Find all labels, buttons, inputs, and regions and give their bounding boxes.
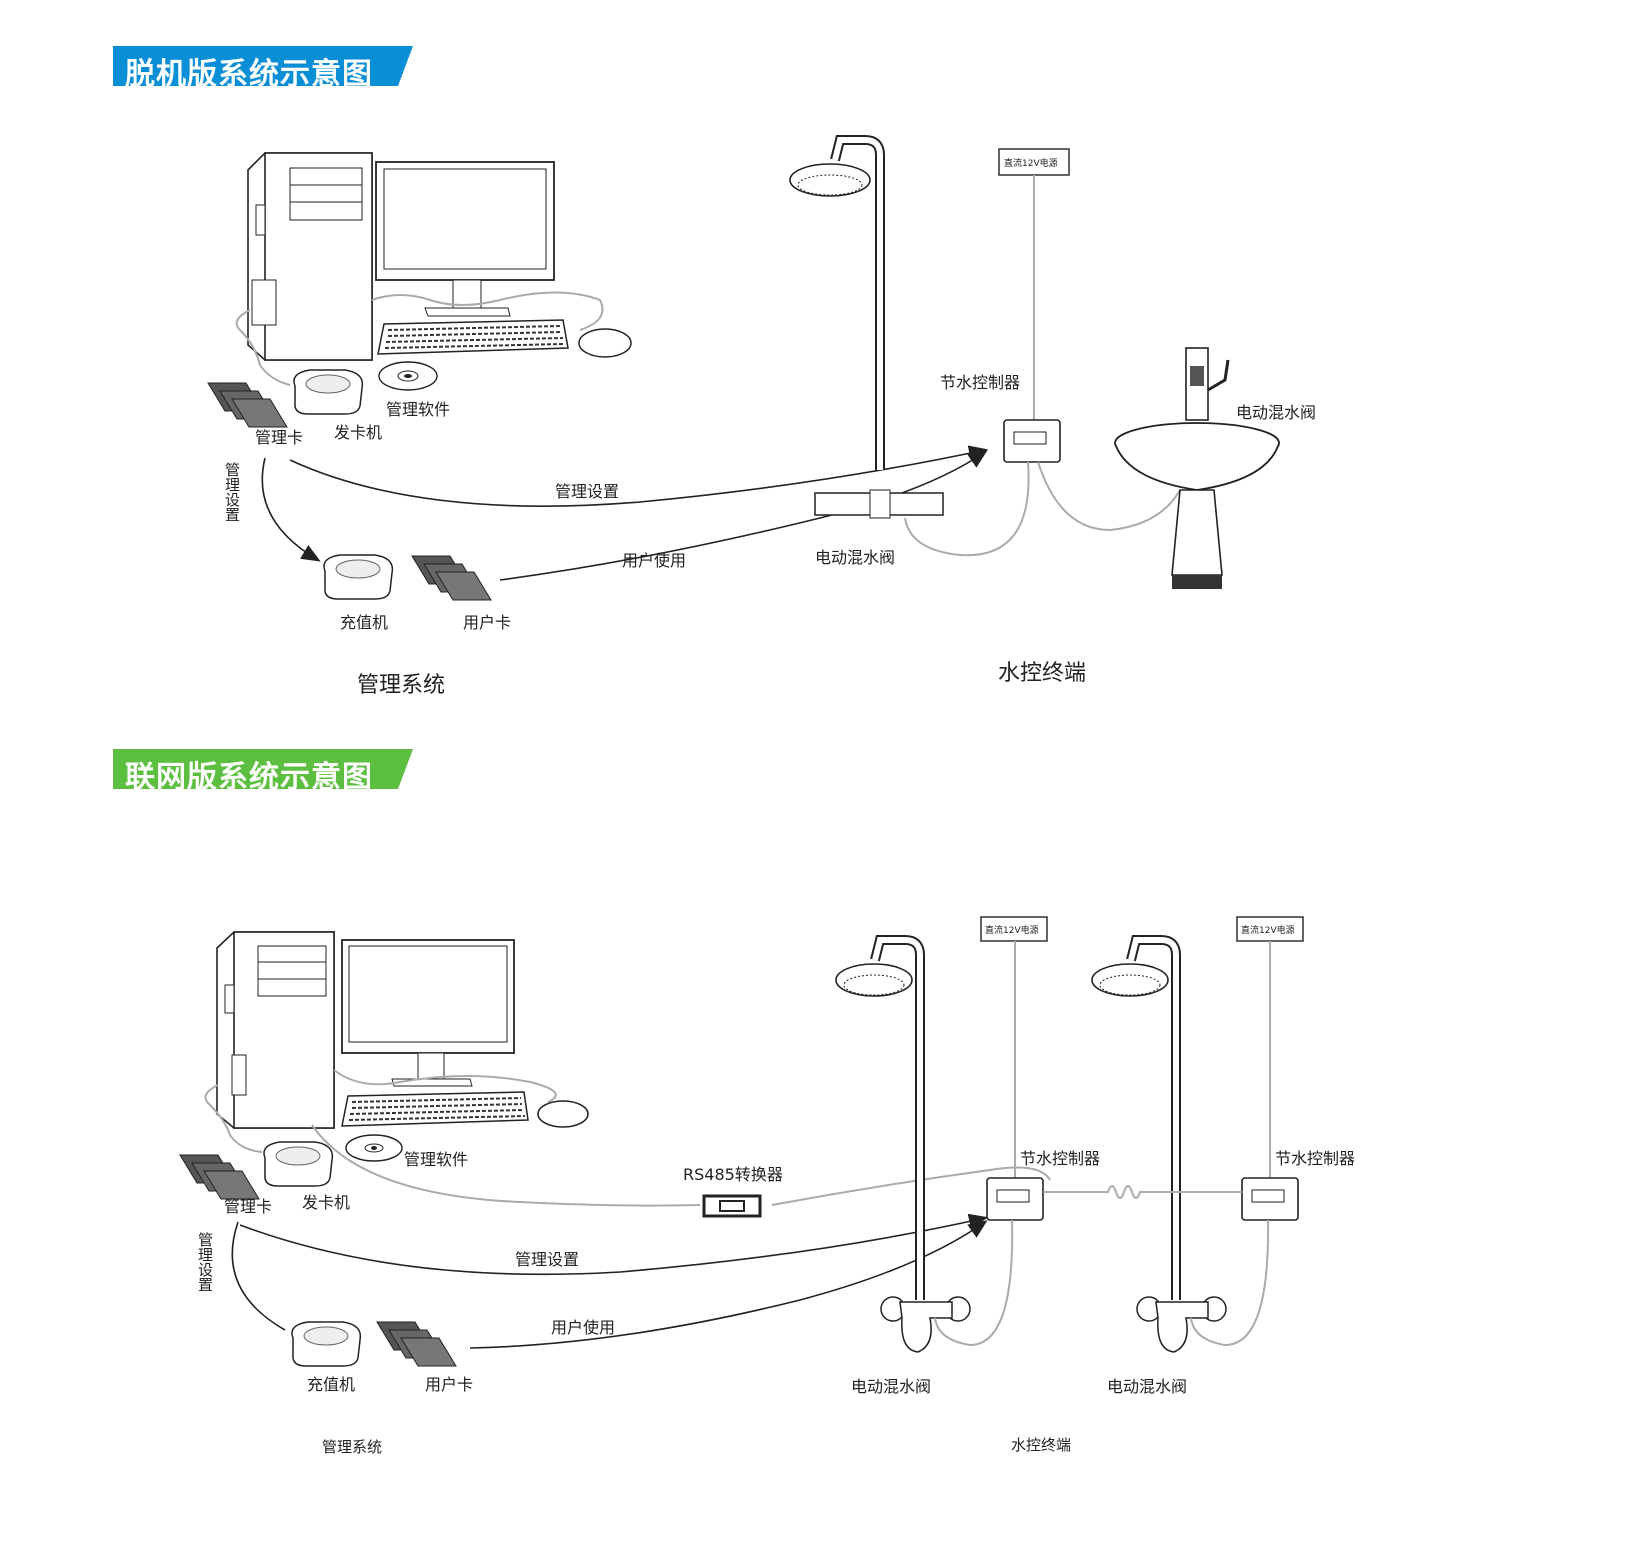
label-mgmt-setting: 管理设置 [555,482,619,501]
label-mgmt-setting: 管理设置 [515,1250,579,1269]
keyboard-icon [341,1091,529,1127]
cable-to-controller [771,1166,1051,1206]
card-reader-icon [293,369,364,415]
label-controller: 节水控制器 [940,373,1020,392]
card-stack-icon [179,1154,260,1200]
online-diagram: 管理软件 管理卡 发卡机 RS485转换器 管理设置 管理设置 用户使用 充值机… [179,916,1355,1456]
shower-icon [789,135,944,519]
cable [235,309,291,386]
offline-banner-bg [113,46,413,86]
label-controller-1: 节水控制器 [1020,1149,1100,1168]
cable [1190,1219,1270,1347]
label-mgmt-setting-vertical: 管理设置 [196,1232,214,1292]
label-power: 直流12V电源 [1004,157,1058,169]
card-reader-icon [323,554,394,600]
mouse-icon [537,1100,589,1128]
label-terminal: 水控终端 [1011,1436,1071,1454]
label-card-issuer: 发卡机 [334,423,382,442]
controller-box-icon [1003,419,1061,463]
cd-icon [345,1134,403,1162]
monitor-icon [341,939,515,1087]
controller-box-icon [1241,1177,1299,1221]
controller-box-icon [986,1177,1044,1221]
card-stack-icon [207,382,288,428]
online-banner-bg [113,749,413,789]
monitor-icon [375,161,555,317]
label-card-issuer: 发卡机 [302,1193,350,1212]
label-user-use: 用户使用 [551,1318,615,1337]
cd-icon [378,361,438,391]
online-banner-title: 联网版系统示意图 [125,760,373,795]
offline-banner-title: 脱机版系统示意图 [125,57,373,92]
label-mgmt-card: 管理卡 [255,428,303,447]
cable [333,1069,557,1103]
label-mixing-valve-2: 电动混水阀 [1107,1377,1187,1396]
label-mgmt-system: 管理系统 [322,1438,382,1456]
keyboard-icon [377,319,569,355]
cable [934,1219,1014,1347]
card-reader-icon [263,1141,334,1187]
card-reader-icon [291,1321,362,1367]
label-controller-2: 节水控制器 [1275,1149,1355,1168]
label-recharger: 充值机 [307,1375,355,1394]
shower-icon [1091,935,1227,1353]
label-power-2: 直流12V电源 [1241,924,1295,936]
power-supply-icon [980,916,1048,942]
cable [204,1084,263,1153]
arrow-user-use [499,450,988,581]
label-power-1: 直流12V电源 [985,924,1039,936]
online-banner: 联网版系统示意图 [113,749,413,795]
label-user-card: 用户卡 [425,1375,473,1394]
label-terminal: 水控终端 [998,661,1086,686]
label-user-use: 用户使用 [622,551,686,570]
mouse-icon [578,328,632,358]
pc-tower-icon [216,931,335,1129]
rs485-converter-icon [702,1194,762,1218]
shower-icon [835,935,971,1353]
offline-banner: 脱机版系统示意图 [113,46,413,92]
cable [904,461,1030,557]
cable-to-rs485 [311,1124,701,1207]
label-recharger: 充值机 [340,613,388,632]
card-stack-icon [411,555,492,601]
label-mgmt-software: 管理软件 [404,1150,468,1169]
label-mgmt-system: 管理系统 [357,673,445,698]
cable [371,291,604,331]
offline-diagram: 管理卡 发卡机 管理软件 管理设置 管理设置 用户使用 充值机 用户卡 管理系统… [207,135,1316,698]
arrow-user-use [469,1220,988,1349]
label-mixing-valve-shower: 电动混水阀 [815,548,895,567]
arrow-mgmt-setting [239,1213,989,1276]
arrow-mgmt-to-recharger [231,1221,286,1331]
arrow-mgmt-setting [289,445,989,507]
label-user-card: 用户卡 [463,613,511,632]
faucet-icon [1185,347,1230,421]
label-mixing-valve-basin: 电动混水阀 [1236,403,1316,422]
card-stack-icon [376,1321,457,1367]
arrow-mgmt-to-recharger [261,457,321,562]
label-mgmt-setting-vertical: 管理设置 [223,462,241,522]
label-mgmt-software: 管理软件 [386,400,450,419]
basin-icon [1114,422,1280,589]
cable [1037,461,1181,532]
label-rs485: RS485转换器 [683,1165,783,1184]
label-mgmt-card: 管理卡 [224,1197,272,1216]
bus-cable [1043,1185,1242,1199]
pc-tower-icon [247,152,373,361]
label-mixing-valve-1: 电动混水阀 [851,1377,931,1396]
